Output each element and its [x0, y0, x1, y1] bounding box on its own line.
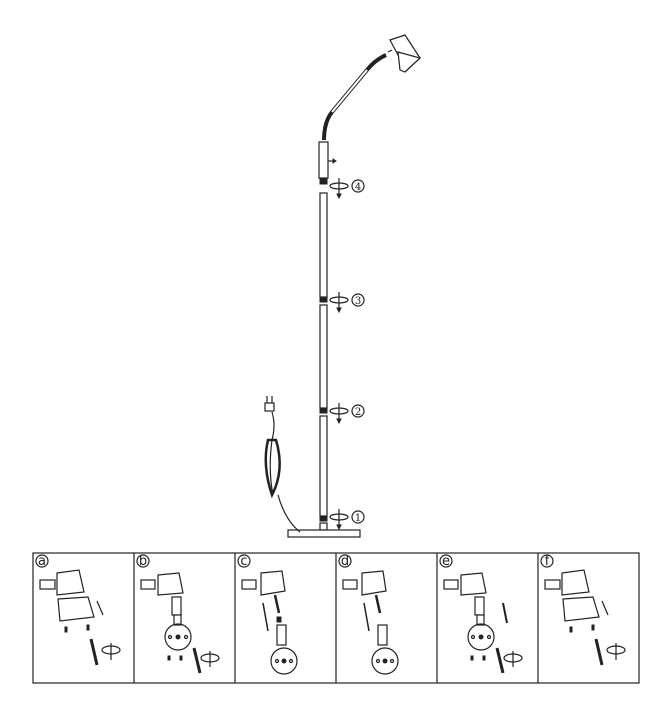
panel-label-e: e [442, 554, 450, 569]
lamp-shade-bottom [397, 51, 422, 73]
base [287, 529, 361, 538]
panel-label-b: b [139, 554, 147, 569]
step-marker-1: 1 [329, 509, 365, 531]
panel-d: d [338, 554, 399, 675]
pole [319, 192, 328, 531]
panel-b: b [136, 554, 220, 674]
step-marker-2: 2 [329, 403, 365, 425]
step-marker-3: 3 [329, 292, 365, 314]
step-number-2: 2 [355, 407, 361, 418]
panel-a: a [35, 554, 121, 666]
panel-label-c: c [240, 554, 247, 569]
step-marker-4: 4 [329, 178, 365, 200]
panel-f: f [540, 554, 626, 666]
step-number-4: 4 [355, 182, 361, 193]
step-markers: 4 3 2 1 [329, 178, 365, 531]
plug [264, 402, 275, 412]
lamp-head [387, 34, 422, 73]
panel-label-a: a [38, 554, 46, 569]
panel-label-d: d [341, 554, 349, 569]
gooseneck-arm [322, 53, 387, 141]
switch-housing [318, 141, 337, 185]
power-cord [264, 396, 301, 533]
panel-c: c [237, 554, 298, 675]
detail-panels: a f b [32, 552, 640, 684]
step-number-1: 1 [355, 513, 361, 524]
panel-label-f: f [545, 554, 550, 569]
panel-e: e [439, 554, 523, 674]
step-number-3: 3 [355, 296, 361, 307]
